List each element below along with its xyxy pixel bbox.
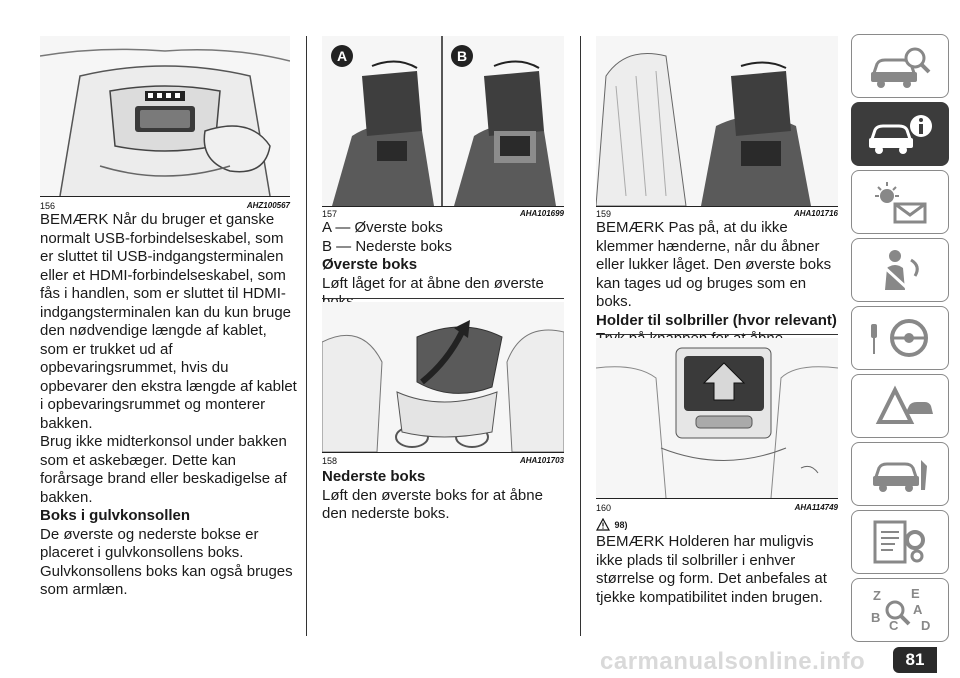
warning-lights-icon: [875, 182, 927, 224]
section-heading: Øverste boks: [322, 256, 418, 273]
car-service-icon: [872, 460, 927, 492]
tab-breakdown[interactable]: [851, 374, 949, 438]
alphabetical-index-icon: Z E A B C D: [871, 586, 930, 633]
paragraph: BEMÆRK Når du bruger et ganske normalt U…: [40, 211, 297, 432]
warning-triangle-icon: [596, 518, 610, 531]
index-letter: C: [889, 618, 899, 633]
figure-160: [596, 338, 838, 499]
tab-warning-lights[interactable]: [851, 170, 949, 234]
tab-service[interactable]: [851, 442, 949, 506]
figure-number: 156: [40, 201, 56, 211]
index-letter: Z: [873, 588, 881, 603]
index-letter: A: [913, 602, 923, 617]
index-letter: D: [921, 618, 930, 633]
figure-label-b: B: [457, 48, 467, 64]
technical-data-icon: [873, 520, 925, 564]
rule: [322, 298, 564, 299]
tab-seatbelt-airbag[interactable]: [851, 238, 949, 302]
column-3-text-top: BEMÆRK Pas på, at du ikke klemmer hænder…: [596, 219, 842, 349]
figure-159: [596, 36, 838, 207]
figure-158: [322, 302, 564, 453]
figure-number: 160: [596, 503, 612, 513]
figure-caption-159: 159 AHA101716: [596, 209, 838, 219]
index-letter: E: [911, 586, 920, 601]
warning-reference-number: 98): [614, 519, 628, 530]
figure-code: AHA114749: [794, 503, 838, 512]
tab-alphabetical-index[interactable]: Z E A B C D: [851, 578, 949, 642]
column-1-text: BEMÆRK Når du bruger et ganske normalt U…: [40, 211, 298, 600]
paragraph: Brug ikke midterkonsol under bakken som …: [40, 433, 287, 506]
legend-item: B — Nederste boks: [322, 237, 453, 255]
figure-number: 157: [322, 209, 338, 219]
paragraph: BEMÆRK Holderen har muligvis ikke plads …: [596, 533, 827, 606]
figure-label-a: A: [337, 48, 347, 64]
figure-caption-160: 160 AHA114749: [596, 503, 838, 513]
figure-code: AHA101716: [793, 209, 838, 218]
column-divider: [306, 36, 307, 636]
figure-number: 158: [322, 456, 338, 466]
figure-code: AHA101703: [519, 456, 564, 465]
steering-wheel-key-icon: [871, 319, 928, 357]
tab-car-info[interactable]: [851, 102, 949, 166]
car-info-icon: [868, 115, 932, 154]
paragraph: BEMÆRK Pas på, at du ikke klemmer hænder…: [596, 219, 832, 310]
legend-item: A — Øverste boks: [322, 219, 443, 236]
figure-caption-157: 157 AHA101699: [322, 209, 564, 219]
tab-technical-data[interactable]: [851, 510, 949, 574]
section-heading: Holder til solbriller (hvor relevant): [596, 311, 837, 329]
figure-156: [40, 36, 290, 197]
page-number: 81: [893, 647, 937, 673]
seatbelt-airbag-icon: [881, 250, 919, 290]
column-divider: [580, 36, 581, 636]
column-3-text-bottom: BEMÆRK Holderen har muligvis ikke plads …: [596, 533, 842, 607]
figure-code: AHZ100567: [246, 201, 290, 210]
section-heading: Nederste boks: [322, 468, 426, 485]
column-2-text-top: A — Øverste boks B — Nederste boks Øvers…: [322, 219, 572, 312]
figure-caption-158: 158 AHA101703: [322, 456, 564, 466]
warning-reference: 98): [596, 516, 627, 534]
column-2-text-bottom: Nederste boks Løft den øverste boks for …: [322, 468, 572, 524]
figure-code: AHA101699: [519, 209, 564, 218]
figure-157: A B: [322, 36, 564, 207]
rule: [596, 334, 838, 335]
tab-steering-key[interactable]: [851, 306, 949, 370]
watermark: carmanualsonline.info: [600, 648, 866, 675]
paragraph: De øverste og nederste bokse er placeret…: [40, 525, 293, 599]
tab-car-search[interactable]: [851, 34, 949, 98]
section-heading: Boks i gulvkonsollen: [40, 507, 191, 524]
figure-caption-156: 156 AHZ100567: [40, 201, 290, 211]
figure-number: 159: [596, 209, 612, 219]
paragraph: Løft den øverste boks for at åbne den ne…: [322, 486, 543, 523]
car-search-icon: [870, 47, 931, 88]
car-breakdown-icon: [875, 385, 933, 424]
index-letter: B: [871, 610, 880, 625]
